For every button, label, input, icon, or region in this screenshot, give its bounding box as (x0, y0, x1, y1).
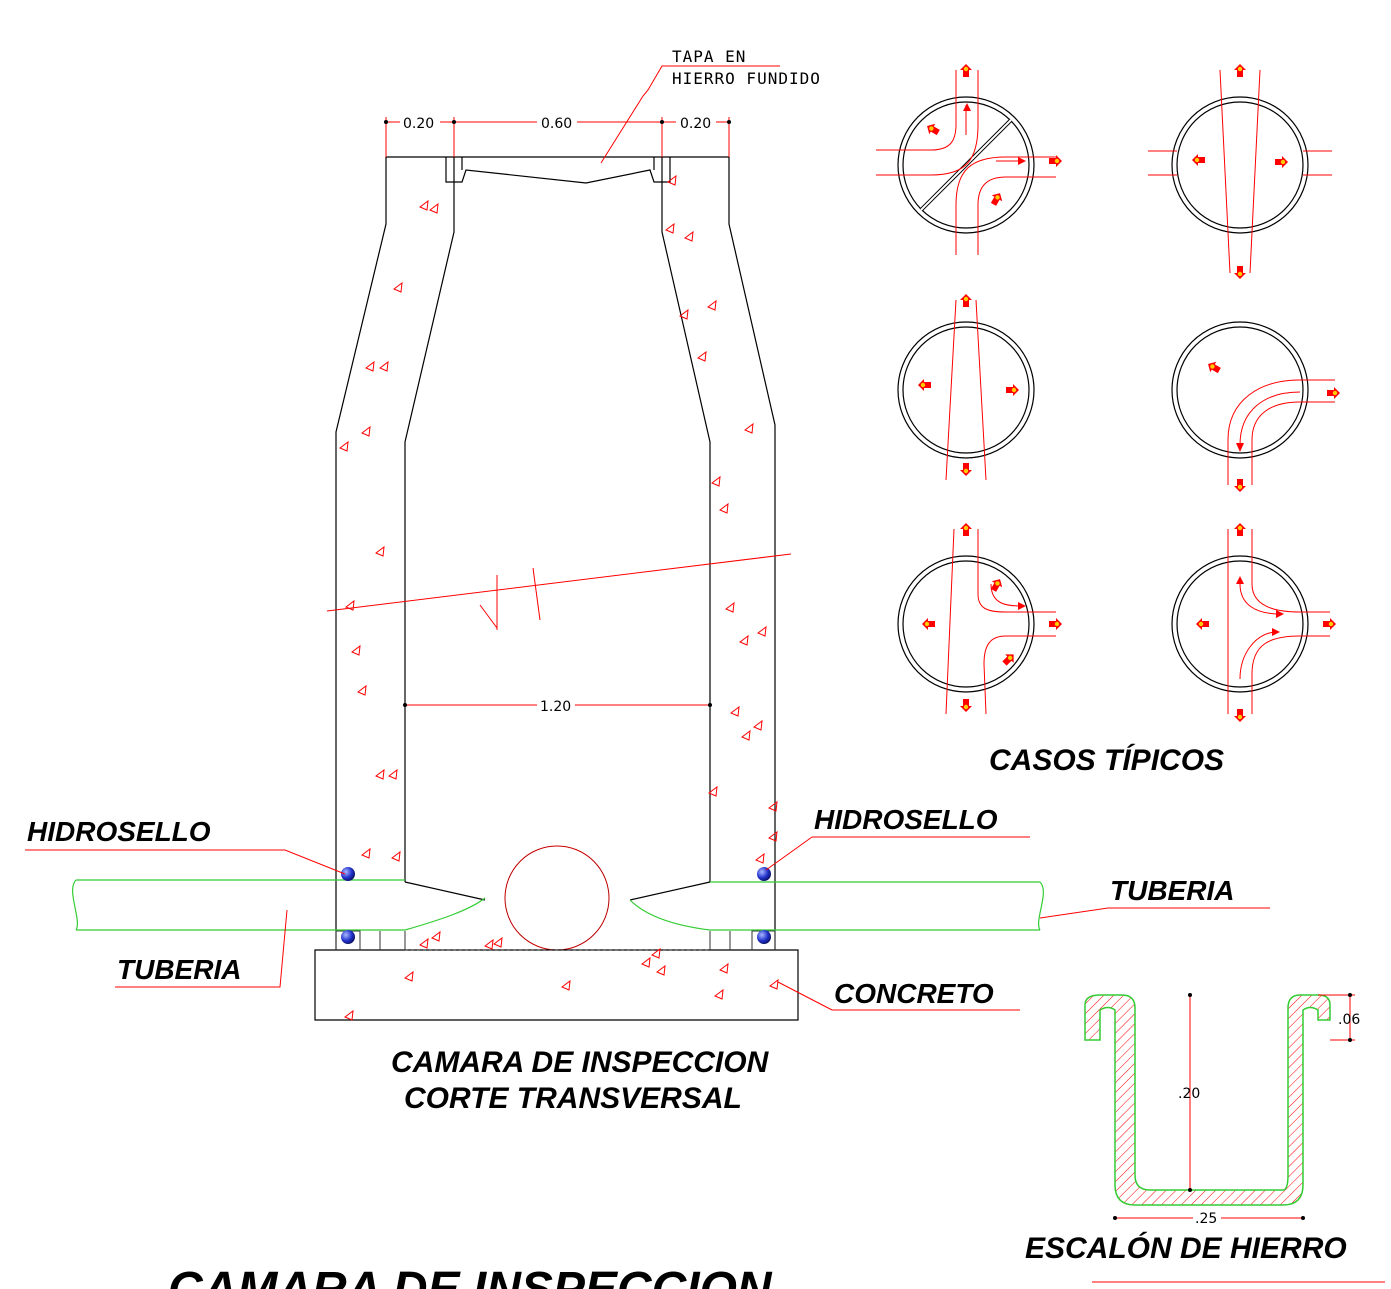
case-2 (1148, 64, 1332, 279)
hidrosello-right-label: HIDROSELLO (814, 804, 998, 835)
case-6 (1171, 523, 1336, 722)
step-dim-20: .20 (1178, 1086, 1200, 1102)
section-title-line1: CAMARA DE INSPECCION (391, 1046, 770, 1079)
chamber-outer-wall (335, 156, 776, 950)
concrete-base (314, 949, 799, 1021)
tapa-label-line2: HIERRO FUNDIDO (672, 69, 821, 88)
case-5 (897, 523, 1062, 715)
tuberia-left-label: TUBERIA (117, 954, 241, 985)
dim-left: 0.20 (403, 116, 434, 132)
break-line (326, 553, 792, 630)
case-4 (1171, 321, 1340, 492)
pipe-left (72, 879, 405, 931)
concreto-label: CONCRETO (834, 978, 994, 1009)
hydroseal-left-bottom (341, 930, 355, 944)
iron-step-outline (1084, 994, 1331, 1206)
escalon-title: ESCALÓN DE HIERRO (1025, 1231, 1347, 1265)
tapa-label-line1: TAPA EN (672, 47, 746, 66)
dim-width: 1.20 (540, 699, 571, 715)
tuberia-right-label: TUBERIA (1110, 875, 1234, 906)
bottom-title: CAMARA DE INSPECCION (168, 1263, 773, 1289)
iron-step-detail: .20 .25 .06 (1084, 993, 1360, 1227)
section-title-line2: CORTE TRANSVERSAL (404, 1082, 742, 1115)
dimension-top: 0.20 0.60 0.20 (384, 114, 731, 157)
concrete-aggregate-marks (339, 175, 779, 1021)
step-dim-25: .25 (1195, 1211, 1217, 1227)
dim-right: 0.20 (680, 116, 711, 132)
chamber-section: 0.20 0.60 0.20 1.20 TAPA EN HIERRO FUNDI… (25, 47, 1270, 1021)
dim-mid: 0.60 (541, 116, 572, 132)
cast-iron-cover (445, 157, 671, 184)
chamber-inner-wall (404, 157, 711, 882)
typical-cases (876, 64, 1340, 722)
outlet-pipe-section (504, 845, 610, 951)
chamber-bench (404, 881, 711, 901)
hydroseal-right-top (757, 867, 771, 881)
case-1 (876, 64, 1062, 255)
dimension-width: 1.20 (403, 697, 712, 715)
hydroseal-left-top (341, 867, 355, 881)
casos-tipicos-title: CASOS TÍPICOS (989, 743, 1224, 777)
pipe-right (710, 881, 1044, 931)
hydroseal-right-bottom (757, 930, 771, 944)
hidrosello-left-label: HIDROSELLO (27, 816, 211, 847)
step-dim-06: .06 (1338, 1012, 1360, 1028)
case-3 (897, 294, 1035, 481)
